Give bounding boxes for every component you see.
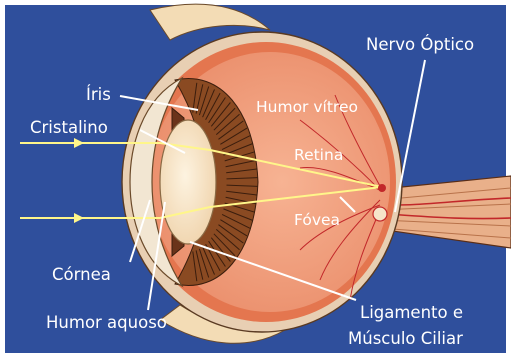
label-humor-aquoso: Humor aquoso: [46, 313, 167, 332]
label-iris: Íris: [86, 85, 111, 104]
lens: [160, 120, 216, 244]
label-nervo-optico: Nervo Óptico: [366, 35, 474, 54]
label-ligamento-line1: Ligamento e: [360, 303, 463, 322]
label-humor-vitreo: Humor vítreo: [256, 98, 358, 116]
label-fovea: Fóvea: [294, 211, 340, 229]
label-cornea: Córnea: [52, 265, 111, 284]
label-retina: Retina: [294, 146, 343, 164]
label-ligamento-line2: Músculo Ciliar: [348, 329, 463, 348]
label-cristalino: Cristalino: [30, 118, 108, 137]
